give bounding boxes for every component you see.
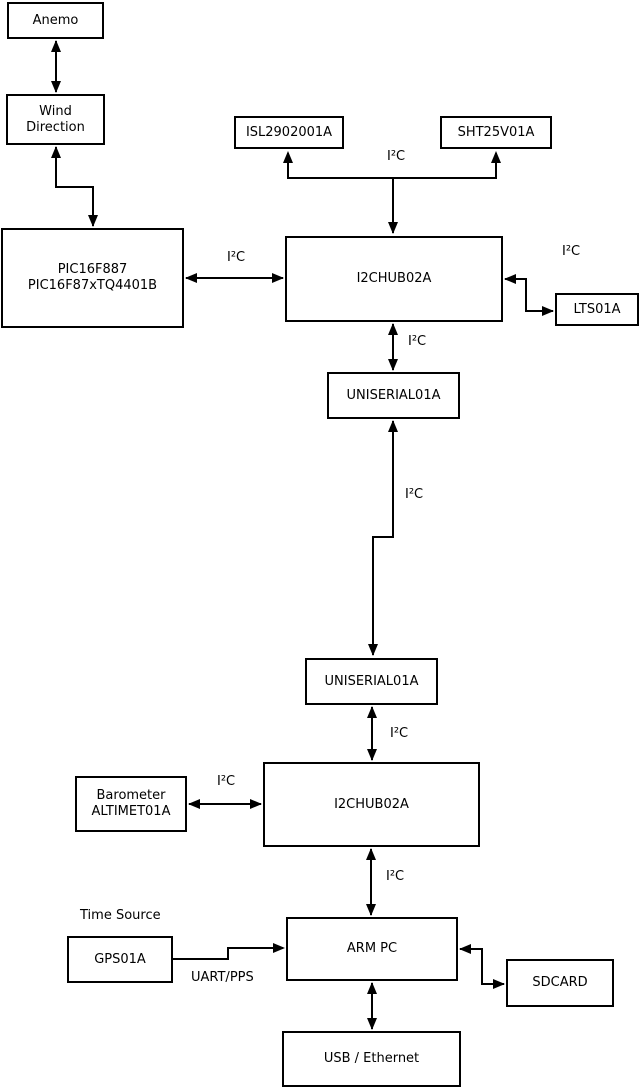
node-sdcard: SDCARD — [506, 959, 614, 1007]
edge-hub1-sensors-bus — [283, 151, 501, 234]
edge-uniserial1-uniserial2 — [368, 420, 398, 656]
label-i2c-pic-hub1: I²C — [227, 250, 246, 265]
node-sht25v01a: SHT25V01A — [440, 116, 552, 149]
edge-armpc-sdcard — [459, 944, 505, 989]
node-usb-ethernet: USB / Ethernet — [282, 1031, 461, 1087]
node-arm-pc: ARM PC — [286, 917, 458, 981]
node-isl2902001a: ISL2902001A — [234, 116, 344, 149]
label-i2c-barometer-hub2: I²C — [217, 774, 236, 789]
node-i2chub02a-lower: I2CHUB02A — [263, 762, 480, 847]
edge-armpc-usb — [367, 982, 377, 1030]
label-i2c-uniserial-link: I²C — [405, 487, 424, 502]
node-pic16f887: PIC16F887 PIC16F87xTQ4401B — [1, 228, 184, 328]
label-time-source: Time Source — [80, 908, 161, 923]
node-wind-direction: Wind Direction — [6, 94, 105, 145]
edge-hub2-armpc — [366, 848, 376, 916]
node-lts01a: LTS01A — [555, 293, 639, 326]
edge-gps-armpc — [173, 943, 285, 960]
label-i2c-hub2-armpc: I²C — [386, 869, 405, 884]
node-anemo: Anemo — [7, 2, 104, 39]
node-gps01a: GPS01A — [67, 936, 173, 983]
node-uniserial01a-lower: UNISERIAL01A — [305, 658, 438, 705]
node-barometer-altimet01a: Barometer ALTIMET01A — [75, 776, 187, 832]
edge-wind-pic — [51, 146, 98, 227]
edge-anemo-wind — [51, 40, 61, 93]
edge-barometer-hub2 — [188, 799, 262, 809]
node-i2chub02a-upper: I2CHUB02A — [285, 236, 503, 322]
edge-pic-hub1 — [185, 273, 284, 283]
node-uniserial01a-upper: UNISERIAL01A — [327, 372, 460, 419]
label-i2c-hub1-sensors: I²C — [387, 149, 406, 164]
edge-hub1-uniserial1 — [388, 323, 398, 371]
label-uart-pps: UART/PPS — [191, 970, 254, 985]
label-i2c-uniserial2-hub2: I²C — [390, 726, 409, 741]
label-i2c-hub1-lts: I²C — [562, 244, 581, 259]
label-i2c-hub1-uniserial1: I²C — [408, 334, 427, 349]
edge-hub1-lts — [504, 274, 554, 316]
edge-uniserial2-hub2 — [367, 706, 377, 761]
